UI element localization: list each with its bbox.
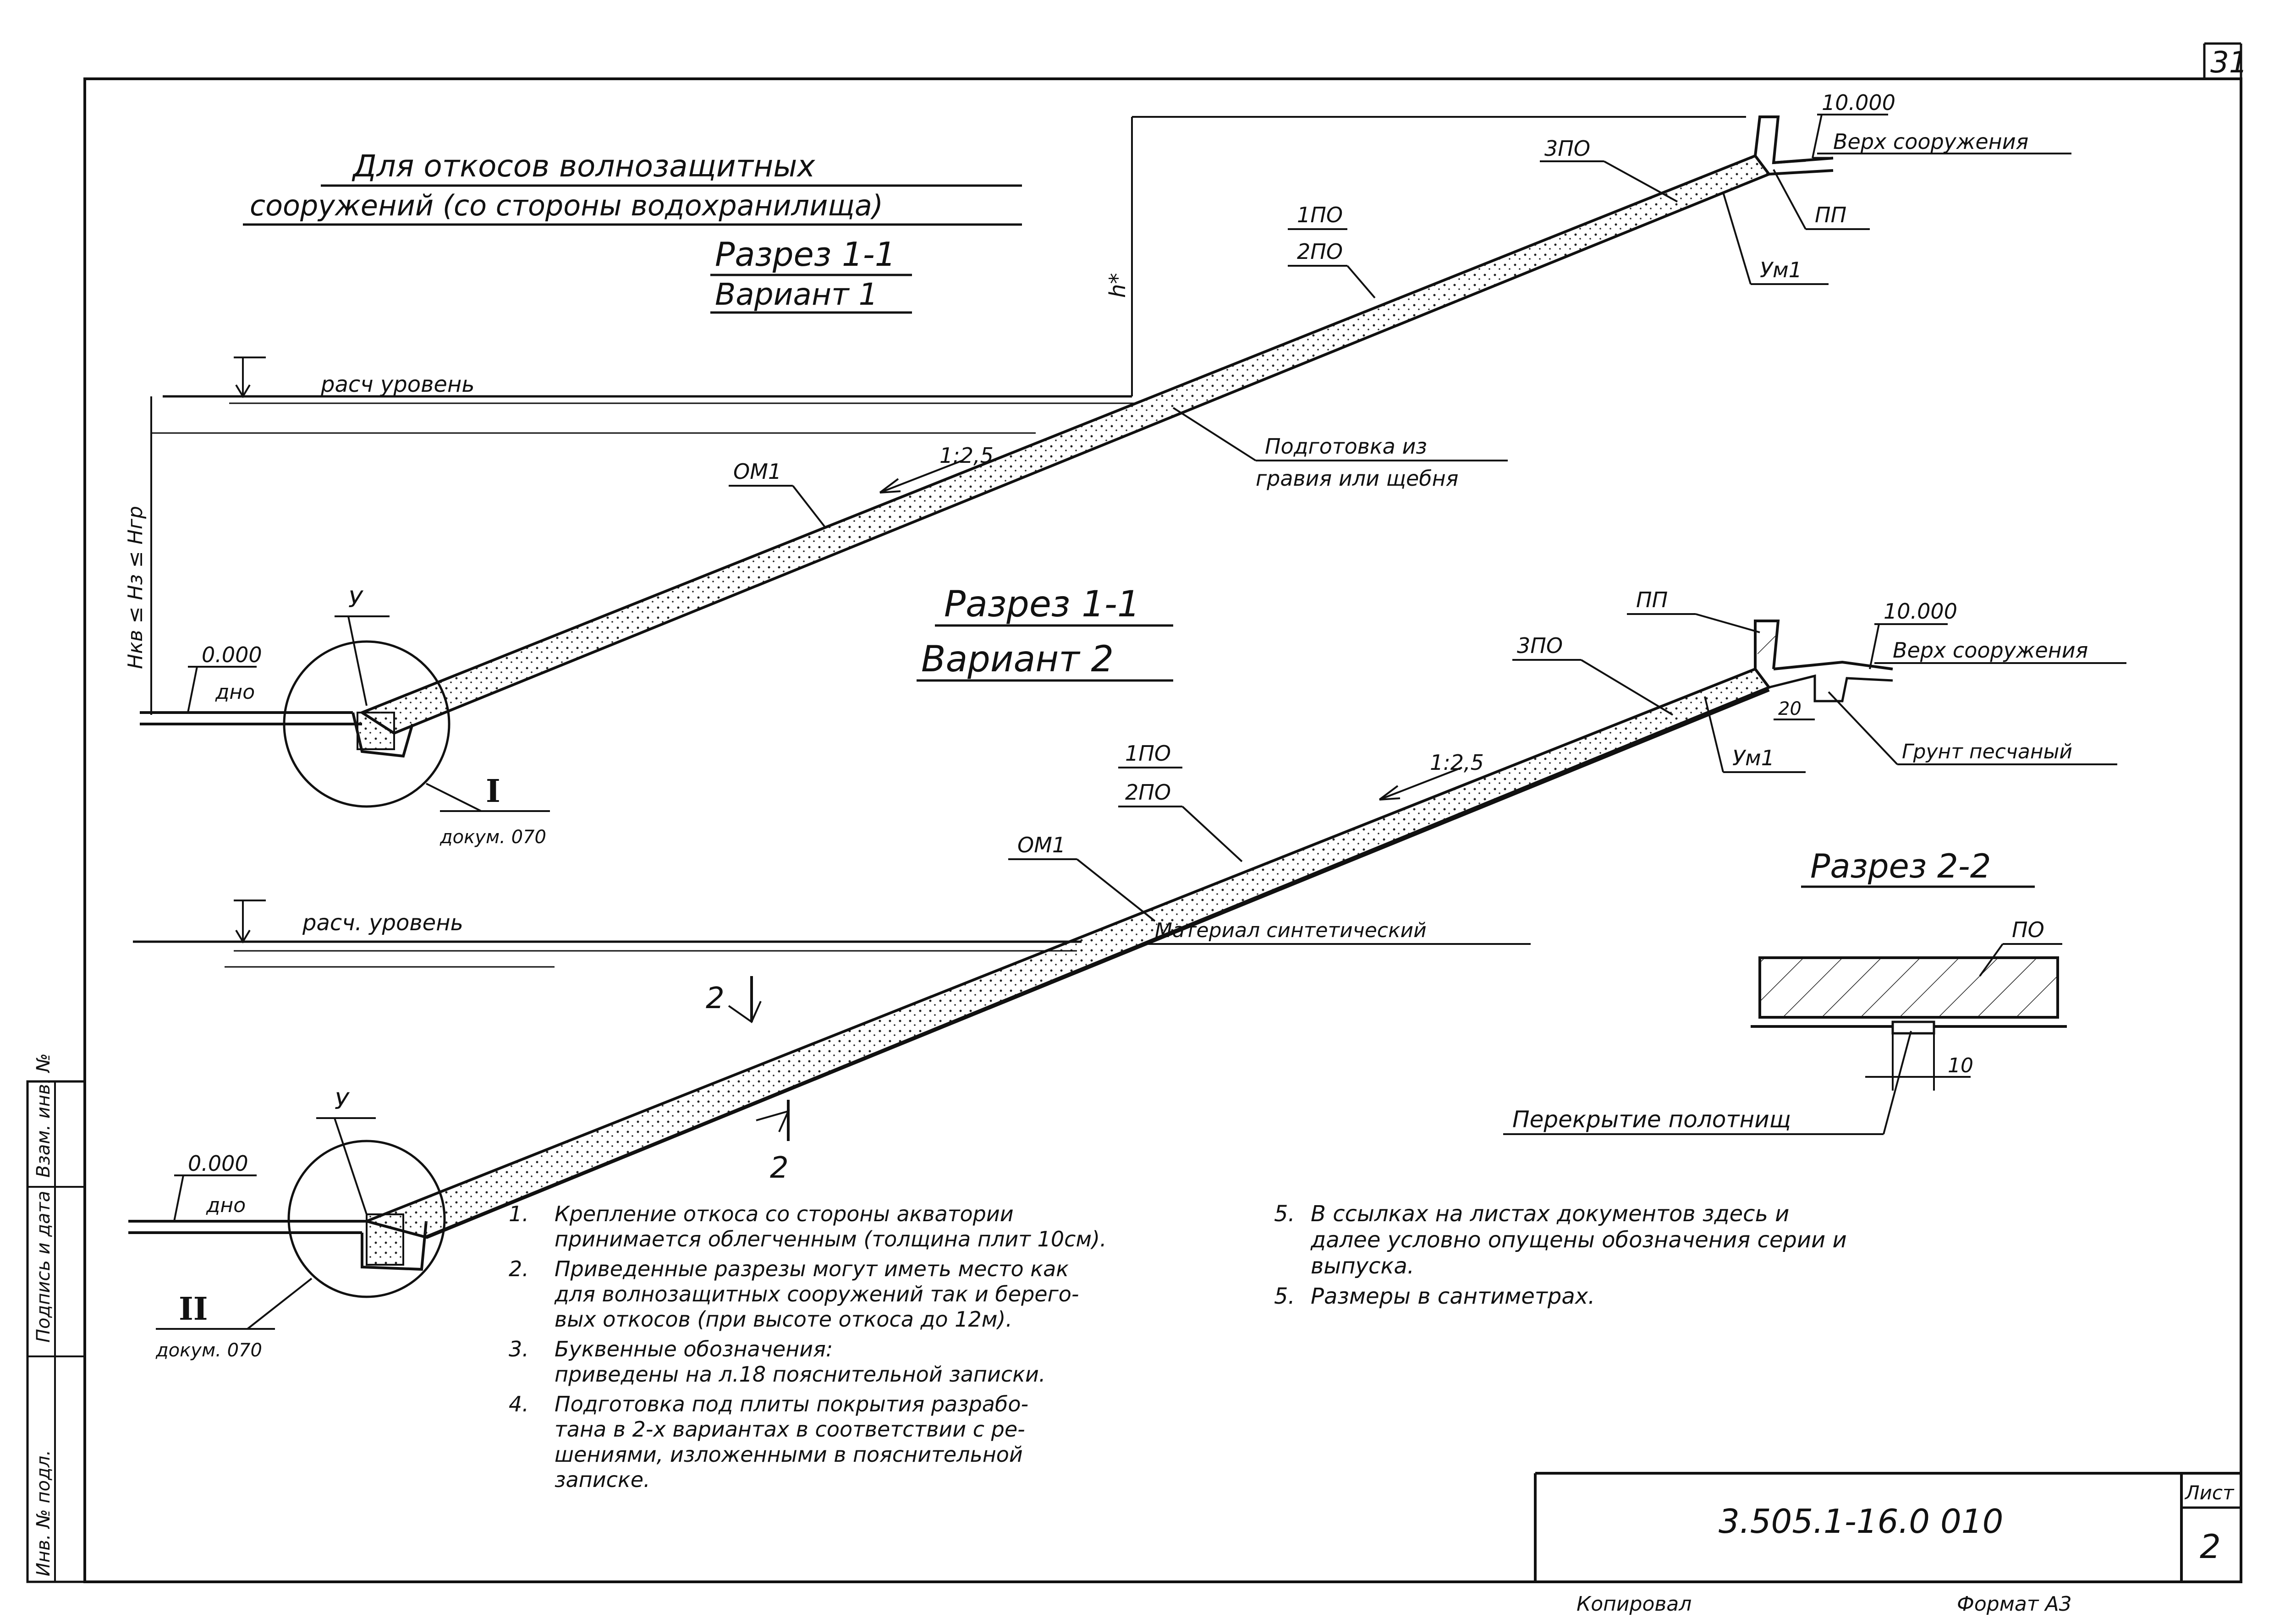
om1-top: ОМ1: [733, 459, 781, 484]
cut-2a: 2: [706, 982, 725, 1015]
h-range: Hкв ≤ Hз ≤ Hгр: [124, 506, 147, 669]
p1po-top: 1ПО: [1297, 203, 1343, 227]
note-2-line-2: для волнозащитных сооружений так и берег…: [554, 1282, 1079, 1306]
note-4-line-3: шениями, изложенными в пояснительной: [555, 1442, 1023, 1467]
section-22-name: Разрез 2-2: [1810, 847, 1991, 885]
note-1-line-1: Крепление откоса со стороны акватории: [555, 1202, 1014, 1226]
title-block-upper: Для откосов волнозащитных сооружений (со…: [243, 148, 1173, 682]
note-5a-line-3: выпуска.: [1311, 1253, 1414, 1279]
note-3-num: 3.: [509, 1337, 529, 1361]
stamp-replace: Взам. инв. №: [33, 1053, 54, 1178]
pp-top: ПП: [1815, 203, 1846, 227]
p2po-top: 2ПО: [1297, 239, 1343, 264]
stamp-signature: Подпись и дата: [33, 1191, 54, 1343]
section-mid-variant: Вариант 2: [921, 639, 1114, 680]
dno-bot: дно: [206, 1194, 246, 1217]
pp-mid: ПП: [1636, 587, 1668, 612]
copied: Копировал: [1576, 1592, 1692, 1616]
node-1-doc: докум. 070: [439, 827, 546, 848]
synthetic: Материал синтетический: [1155, 919, 1427, 942]
note-5b-num: 5.: [1274, 1284, 1295, 1309]
prep-line-2: гравия или щебня: [1256, 466, 1458, 491]
crest-mid: Верх сооружения: [1893, 638, 2088, 663]
po: ПО: [2012, 917, 2044, 942]
title-line-2: сооружений (со стороны водохранилища): [250, 189, 883, 222]
prep-line-1: Подготовка из: [1265, 434, 1427, 459]
notes-left: 1. Крепление откоса со стороны акватории…: [509, 1202, 1107, 1492]
p3po-mid: 3ПО: [1517, 633, 1563, 658]
notes-right: 5. В ссылках на листах документов здесь …: [1274, 1201, 1847, 1309]
sheet-label: Лист: [2184, 1481, 2235, 1504]
note-4-line-1: Подготовка под плиты покрытия разрабо-: [555, 1392, 1028, 1416]
section-top-name: Разрез 1-1: [715, 235, 896, 274]
calc-level-bot: расч. уровень: [302, 910, 463, 936]
level-mid: 10.000: [1884, 599, 1957, 624]
note-1-line-2: принимается облегченным (толщина плит 10…: [555, 1227, 1107, 1251]
zero-top: 0.000: [202, 642, 262, 667]
section-top-variant: Вариант 1: [715, 277, 878, 312]
dno-top: дно: [215, 680, 255, 704]
page-number: 31: [2210, 46, 2247, 80]
section-mid-name: Разрез 1-1: [944, 584, 1140, 625]
num-10: 10: [1948, 1054, 1973, 1077]
section-1-1-variant-2: 10.000 Верх сооружения ПП 3ПО 20 Ум1 Гру…: [128, 587, 2126, 1361]
note-2-num: 2.: [509, 1256, 529, 1281]
sheet-frame: 31: [83, 42, 2247, 1583]
doc-code: 3.505.1-16.0 010: [1719, 1502, 2003, 1541]
note-2-line-3: вых откосов (при высоте откоса до 12м).: [555, 1307, 1012, 1332]
overlap: Перекрытие полотнищ: [1512, 1106, 1791, 1133]
note-5a-num: 5.: [1274, 1201, 1295, 1227]
slope-bot: 1:2,5: [1430, 750, 1484, 775]
p2po-mid: 2ПО: [1125, 780, 1171, 805]
note-3-line-2: приведены на л.18 пояснительной записки.: [555, 1362, 1045, 1387]
y-bot: У: [335, 1088, 350, 1114]
slope-top: 1:2,5: [939, 443, 994, 468]
calc-level-top: расч уровень: [320, 372, 475, 397]
section-2-2: Разрез 2-2 ПО 10 Перекрытие полотнищ: [1503, 847, 2067, 1135]
crest-top: Верх сооружения: [1833, 129, 2028, 154]
section-1-1-variant-1: 10.000 Верх сооружения расч уровень h* H…: [124, 90, 2071, 848]
om1-mid: ОМ1: [1017, 833, 1066, 857]
title-block: 3.505.1-16.0 010 Лист 2 Копировал Формат…: [1534, 1472, 2241, 1616]
node-2: II: [179, 1291, 208, 1328]
sheet-num: 2: [2200, 1527, 2221, 1566]
note-3-line-1: Буквенные обозначения:: [555, 1337, 833, 1361]
um1-mid: Ум1: [1732, 746, 1774, 770]
num-20: 20: [1778, 698, 1802, 719]
note-4-line-2: тана в 2-х вариантах в соответствии с ре…: [555, 1417, 1025, 1442]
note-5a-line-2: далее условно опущены обозначения серии …: [1310, 1227, 1847, 1253]
y-top: У: [348, 586, 364, 613]
side-stamp: Взам. инв. № Подпись и дата Инв. № подл.: [26, 1053, 86, 1583]
title-line-1: Для откосов волнозащитных: [352, 148, 815, 184]
cut-2b: 2: [770, 1151, 789, 1185]
note-5b-line-1: Размеры в сантиметрах.: [1311, 1284, 1595, 1309]
stamp-inventory: Инв. № подл.: [33, 1450, 54, 1576]
zero-bot: 0.000: [188, 1151, 248, 1176]
note-4-line-4: записке.: [555, 1467, 650, 1492]
sand: Грунт песчаный: [1902, 740, 2072, 763]
p1po-mid: 1ПО: [1125, 741, 1171, 766]
note-4-num: 4.: [509, 1392, 529, 1416]
h-star: h*: [1105, 273, 1131, 298]
p3po-top: 3ПО: [1544, 136, 1590, 161]
note-1-num: 1.: [509, 1202, 529, 1226]
note-2-line-1: Приведенные разрезы могут иметь место ка…: [555, 1256, 1069, 1281]
level-top: 10.000: [1822, 90, 1895, 115]
um1-top: Ум1: [1760, 258, 1802, 282]
node-1: I: [486, 773, 500, 810]
format: Формат А3: [1957, 1592, 2072, 1616]
node-2-doc: докум. 070: [155, 1340, 262, 1361]
note-5a-line-1: В ссылках на листах документов здесь и: [1311, 1201, 1789, 1227]
